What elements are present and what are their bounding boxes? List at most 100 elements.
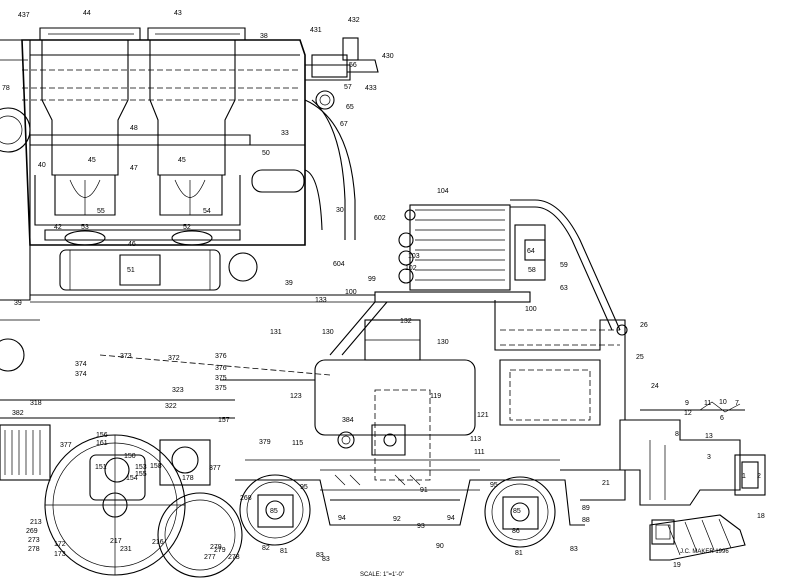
- part-label: 123: [290, 393, 302, 400]
- part-label: 81: [280, 548, 288, 555]
- tank-51: [59, 249, 258, 291]
- part-label: 375: [215, 385, 227, 392]
- part-label: 3: [707, 454, 711, 461]
- part-label: 115: [292, 440, 303, 447]
- part-label: 94: [338, 515, 346, 522]
- part-label: 437: [18, 12, 30, 19]
- part-label: 322: [165, 403, 177, 410]
- part-label: 278: [228, 554, 240, 561]
- part-label: 11: [704, 400, 711, 407]
- part-label: 44: [83, 10, 91, 17]
- part-label: 157: [218, 417, 230, 424]
- part-label: 132: [400, 318, 412, 325]
- part-label: 133: [315, 297, 327, 304]
- coupler: [619, 401, 766, 561]
- part-label: 376: [215, 353, 227, 360]
- part-label: 91: [420, 487, 428, 494]
- pipes-33-30: [304, 64, 356, 240]
- part-label: 279: [210, 544, 222, 551]
- part-label: 377: [209, 465, 221, 472]
- part-label: 50: [262, 150, 270, 157]
- part-label: 103: [408, 253, 420, 260]
- part-label: 54: [203, 208, 211, 215]
- part-label: 130: [322, 329, 334, 336]
- bogie-wheel-right: [484, 476, 556, 548]
- part-label: 100: [345, 289, 357, 296]
- part-label: 95: [490, 482, 498, 489]
- part-label: 88: [582, 517, 590, 524]
- part-label: 602: [374, 215, 386, 222]
- funnel-43: [147, 27, 246, 216]
- part-label: 86: [512, 528, 520, 535]
- part-label: 433: [365, 85, 377, 92]
- part-label: 53: [81, 224, 89, 231]
- part-label: 57: [344, 84, 352, 91]
- part-label: 52: [183, 224, 191, 231]
- bogie-wheel-left: [239, 474, 311, 546]
- part-label: 155: [135, 471, 147, 478]
- part-label: 94: [447, 515, 455, 522]
- part-label: 42: [54, 224, 62, 231]
- part-label: 21: [602, 480, 610, 487]
- part-label: 268: [240, 495, 252, 502]
- part-label: 39: [285, 280, 293, 287]
- part-label: 213: [30, 519, 42, 526]
- part-label: 604: [333, 261, 345, 268]
- part-label: 43: [174, 10, 182, 17]
- part-label: 6: [720, 415, 724, 422]
- part-label: 45: [88, 157, 96, 164]
- funnel-44: [39, 27, 141, 216]
- part-label: 161: [96, 440, 108, 447]
- part-label: 231: [120, 546, 132, 553]
- part-label: 9: [685, 400, 689, 407]
- part-label: 63: [560, 285, 568, 292]
- part-label: 83: [316, 552, 324, 559]
- part-label: 59: [560, 262, 568, 269]
- part-label: 430: [382, 53, 394, 60]
- part-label: 81: [515, 550, 523, 557]
- part-label: 173: [54, 551, 66, 558]
- part-label: 93: [417, 523, 425, 530]
- part-label: 131: [270, 329, 282, 336]
- part-label: 58: [528, 267, 536, 274]
- part-label: 95: [300, 484, 308, 491]
- part-label: 278: [28, 546, 40, 553]
- part-label: 40: [38, 162, 46, 169]
- controls-cluster: [320, 424, 480, 491]
- part-label: 85: [513, 508, 521, 515]
- part-label: 153: [135, 464, 147, 471]
- scale-caption: SCALE: 1"=1'-0": [360, 572, 404, 578]
- rear-cab: [494, 300, 640, 426]
- part-label: 150: [124, 453, 136, 460]
- part-label: 382: [12, 410, 24, 417]
- part-label: 99: [368, 276, 376, 283]
- part-label: 384: [342, 417, 354, 424]
- top-right-mechanism: [311, 37, 379, 110]
- part-label: 2: [757, 473, 761, 480]
- part-label: 279: [214, 547, 226, 554]
- part-label: 25: [636, 354, 644, 361]
- central-body: [99, 319, 476, 481]
- part-label: 13: [705, 433, 713, 440]
- part-label: 379: [259, 439, 271, 446]
- part-label: 78: [2, 85, 10, 92]
- part-label: 18: [757, 513, 765, 520]
- part-label: 89: [582, 505, 590, 512]
- part-label: 375: [215, 375, 227, 382]
- part-label: 372: [168, 355, 180, 362]
- part-label: 24: [651, 383, 659, 390]
- part-label: 55: [97, 208, 105, 215]
- part-label: 85: [270, 508, 278, 515]
- part-label: 90: [436, 543, 444, 550]
- part-label: 323: [172, 387, 184, 394]
- part-label: 432: [348, 17, 360, 24]
- part-label: 39: [14, 300, 22, 307]
- part-label: 30: [336, 207, 344, 214]
- part-label: 431: [310, 27, 322, 34]
- part-label: 82: [262, 545, 270, 552]
- part-label: 48: [130, 125, 138, 132]
- part-label: 277: [204, 554, 216, 561]
- part-label: 376: [215, 365, 227, 372]
- part-label: 19: [673, 562, 681, 569]
- part-label: 92: [393, 516, 401, 523]
